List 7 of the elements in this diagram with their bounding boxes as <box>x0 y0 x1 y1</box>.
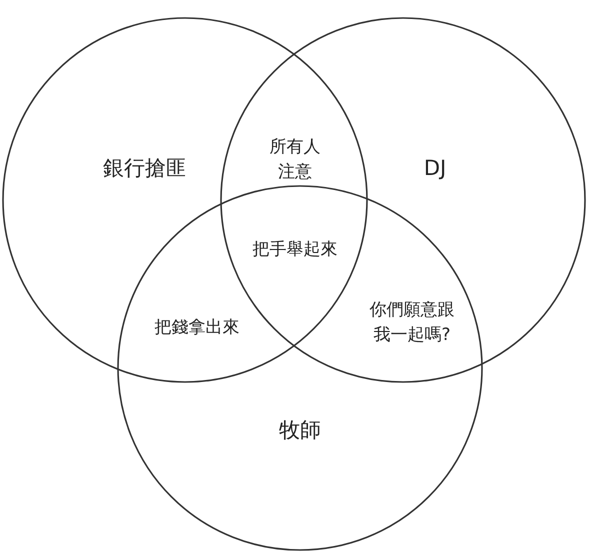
region-label: 把手舉起來 <box>252 238 338 262</box>
region-label: 把錢拿出來 <box>154 316 240 340</box>
circle-label: 銀行搶匪 <box>103 155 187 182</box>
region-label: 你們願意跟我一起嗎? <box>368 299 456 347</box>
region-label: 所有人注意 <box>268 136 322 184</box>
circle-label: 牧師 <box>279 417 321 444</box>
circle-label: DJ <box>424 156 446 180</box>
